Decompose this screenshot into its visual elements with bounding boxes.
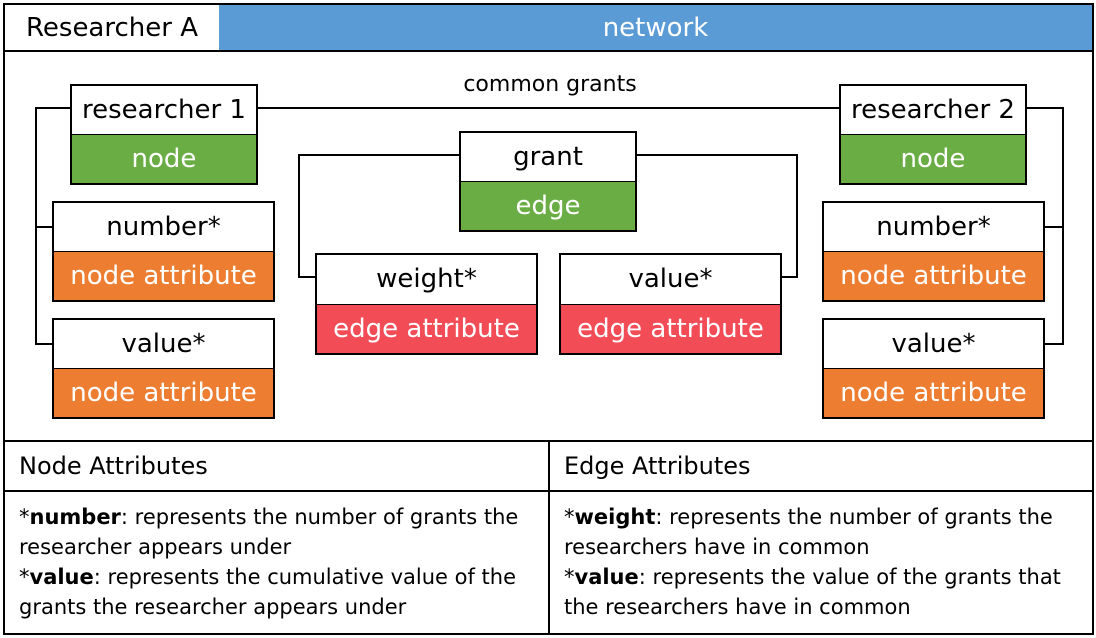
attribute-name: value*	[54, 320, 273, 368]
researcher1-type: node	[72, 134, 256, 183]
legend-term: value	[574, 565, 639, 589]
grant-value-attribute: value* edge attribute	[559, 253, 782, 355]
attribute-name: number*	[54, 203, 273, 251]
attribute-name: value*	[824, 320, 1043, 368]
node-attributes-title: Node Attributes	[3, 440, 549, 492]
header-network-label: network	[219, 3, 1094, 52]
grant-name: grant	[461, 133, 635, 181]
attribute-type: node attribute	[54, 251, 273, 300]
attribute-type: edge attribute	[317, 303, 536, 353]
legend-item: *value: represents the cumulative value …	[19, 562, 533, 622]
grant-type: edge	[461, 181, 635, 230]
legend-divider	[548, 440, 550, 635]
attribute-name: weight*	[317, 255, 536, 304]
attribute-type: node attribute	[54, 368, 273, 417]
researcher1-name: researcher 1	[72, 86, 256, 134]
legend-text: : represents the number of grants the re…	[19, 505, 519, 559]
edge-attributes-legend: *weight: represents the number of grants…	[548, 492, 1094, 635]
researcher2-node: researcher 2 node	[839, 84, 1027, 185]
attribute-type: edge attribute	[561, 303, 780, 353]
legend-text: : represents the cumulative value of the…	[19, 565, 517, 619]
legend-item: *number: represents the number of grants…	[19, 502, 533, 562]
grant-weight-attribute: weight* edge attribute	[315, 253, 538, 355]
node-attributes-legend: *number: represents the number of grants…	[3, 492, 549, 635]
legend-text: : represents the number of grants the re…	[564, 505, 1053, 559]
legend-prefix: *	[564, 565, 575, 589]
attribute-name: value*	[561, 255, 780, 304]
grant-edge: grant edge	[459, 131, 637, 232]
researcher2-value-attribute: value* node attribute	[822, 318, 1045, 419]
legend-term: value	[29, 565, 94, 589]
attribute-name: number*	[824, 203, 1043, 251]
researcher2-type: node	[841, 134, 1025, 183]
legend-prefix: *	[564, 505, 575, 529]
researcher2-name: researcher 2	[841, 86, 1025, 134]
header-researcher-label: Researcher A	[3, 3, 221, 52]
edge-label-common-grants: common grants	[463, 72, 637, 97]
legend-item: *weight: represents the number of grants…	[564, 502, 1078, 562]
legend-term: number	[29, 505, 121, 529]
researcher1-node: researcher 1 node	[70, 84, 258, 185]
researcher1-value-attribute: value* node attribute	[52, 318, 275, 419]
researcher2-number-attribute: number* node attribute	[822, 201, 1045, 302]
attribute-type: node attribute	[824, 251, 1043, 300]
legend-prefix: *	[19, 565, 30, 589]
legend-text: : represents the value of the grants tha…	[564, 565, 1061, 619]
legend-prefix: *	[19, 505, 30, 529]
legend-term: weight	[574, 505, 656, 529]
edge-attributes-title: Edge Attributes	[548, 440, 1094, 492]
legend-item: *value: represents the value of the gran…	[564, 562, 1078, 622]
researcher1-number-attribute: number* node attribute	[52, 201, 275, 302]
attribute-type: node attribute	[824, 368, 1043, 417]
